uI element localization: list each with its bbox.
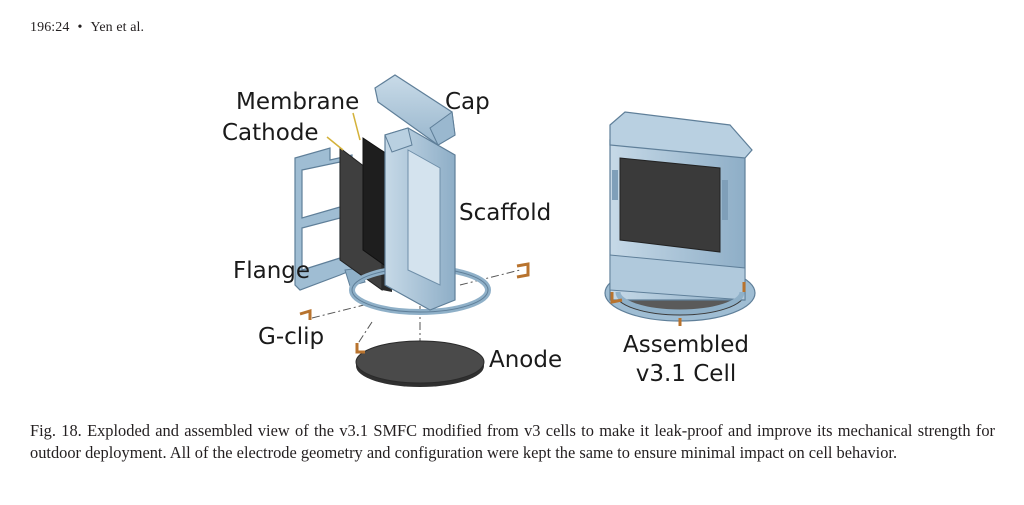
anode-disc (355, 340, 485, 387)
page-number: 196:24 (30, 20, 70, 35)
label-leader-lines (326, 112, 361, 151)
label-g-clip: G-clip (258, 324, 324, 350)
running-header: 196:24 • Yen et al. (30, 20, 144, 36)
figure-caption: Fig. 18. Exploded and assembled view of … (30, 421, 995, 462)
g-clip-parts (299, 262, 530, 354)
flange-part (294, 147, 366, 291)
label-membrane: Membrane (236, 89, 359, 115)
scaffold-part (349, 127, 491, 315)
header-separator: • (77, 20, 83, 35)
label-cathode: Cathode (222, 120, 319, 146)
label-anode: Anode (489, 347, 562, 373)
label-assembled-line2: v3.1 Cell (636, 361, 737, 387)
assembled-g-clips (610, 282, 746, 326)
assembled-cell-drawing (604, 111, 756, 322)
label-scaffold: Scaffold (459, 200, 551, 226)
author-line: Yen et al. (90, 20, 145, 35)
cap-part (374, 74, 456, 146)
label-cap: Cap (445, 89, 490, 115)
label-flange: Flange (233, 258, 310, 284)
label-assembled-line1: Assembled (623, 332, 749, 358)
